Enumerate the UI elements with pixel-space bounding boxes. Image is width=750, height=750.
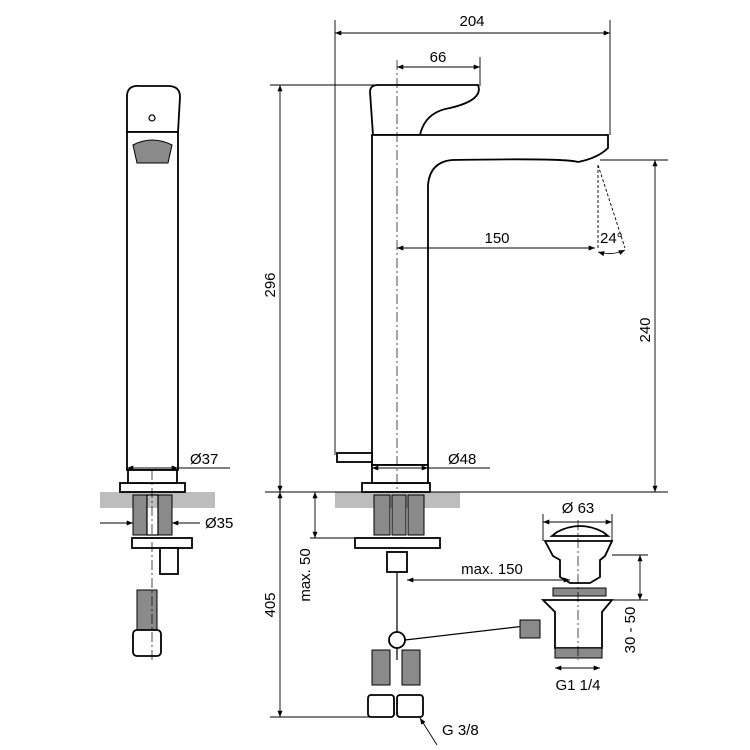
rod-clamp <box>388 631 406 649</box>
dim-below-counter: 405 <box>262 592 279 617</box>
waste-body <box>540 599 614 649</box>
front-handle <box>369 84 480 136</box>
side-fixing-plate <box>131 537 193 549</box>
dim-shank-diameter: Ø35 <box>205 515 233 532</box>
front-body-spout <box>371 134 609 466</box>
dim-handle-offset: 66 <box>430 49 447 66</box>
dim-max-thickness: max. 50 <box>297 548 314 601</box>
front-view <box>335 60 626 718</box>
side-body <box>126 131 179 471</box>
dimensions: 204 66 296 150 24° 240 Ø37 Ø48 Ø35 405 m… <box>100 13 668 746</box>
dim-total-height: 296 <box>262 272 279 297</box>
dim-spout-angle: 24° <box>600 230 623 247</box>
side-view <box>100 85 215 660</box>
dim-overall-width: 204 <box>459 13 484 30</box>
dim-spout-reach: 150 <box>484 230 509 247</box>
side-hose-nut <box>132 629 162 657</box>
waste-valve <box>519 520 614 660</box>
front-fixing-plate <box>354 537 441 549</box>
dim-waste-range: 30 - 50 <box>622 607 639 654</box>
aerator <box>132 139 173 164</box>
dim-waste-diameter: Ø 63 <box>562 500 595 517</box>
side-handle <box>126 85 181 133</box>
dim-body-diameter: Ø37 <box>190 451 218 468</box>
dim-waste-thread: G1 1/4 <box>555 677 600 694</box>
dim-base-diameter: Ø48 <box>448 451 476 468</box>
dim-max-distance: max. 150 <box>461 561 523 578</box>
pop-up-lever <box>336 452 373 463</box>
side-base-flange <box>119 482 186 493</box>
dim-supply-thread: G 3/8 <box>442 722 479 739</box>
waste-plug <box>549 525 611 537</box>
pivot-rod <box>404 625 526 641</box>
indicator-icon <box>148 114 156 122</box>
dim-spout-height: 240 <box>637 317 654 342</box>
hose-nut-right <box>396 694 424 718</box>
hose-nut-left <box>367 694 395 718</box>
side-supply-hose <box>136 589 158 631</box>
